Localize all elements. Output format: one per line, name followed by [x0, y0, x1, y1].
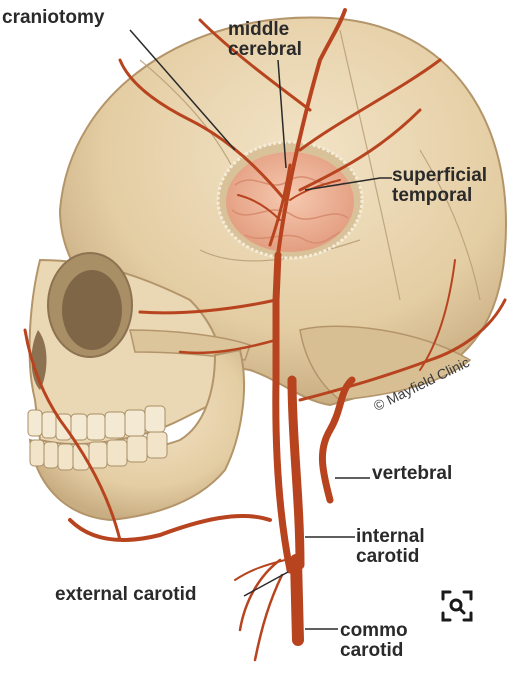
craniotomy-text: craniotomy [2, 7, 105, 28]
eye-orbit-inner [62, 270, 122, 350]
brain-surface [226, 152, 354, 252]
internal-carotid-text-line2: carotid [356, 546, 420, 567]
vertebral-label: vertebral [372, 464, 452, 484]
superficial-temporal-text-line2: temporal [392, 185, 473, 206]
common-carotid-artery [290, 554, 304, 646]
superficial-temporal-text-line1: superficial [392, 165, 488, 186]
skull-base [299, 325, 472, 401]
vertebral-artery [318, 376, 356, 504]
external-carotid-text: external carotid [55, 584, 197, 605]
common-carotid-text-line2: carotid [340, 640, 404, 661]
internal-carotid-label: internal carotid [356, 527, 425, 567]
middle-cerebral-label: middle cerebral [228, 20, 302, 60]
lower-teeth [29, 431, 168, 471]
leader-lines [129, 29, 392, 630]
middle-cerebral-text-line1: middle [228, 19, 290, 40]
visual-search-icon [441, 590, 473, 622]
middle-cerebral-artery [268, 163, 292, 247]
middle-cerebral-text-line2: cerebral [228, 39, 302, 60]
craniotomy-label: craniotomy [2, 8, 104, 28]
internal-carotid-text-line1: internal [356, 526, 425, 547]
common-carotid-text-line1: commo [340, 620, 408, 641]
vertebral-text: vertebral [372, 463, 453, 484]
external-carotid-label: external carotid [55, 585, 197, 605]
superficial-temporal-label: superficial temporal [392, 166, 487, 206]
internal-carotid-artery [287, 375, 305, 570]
nasal-cavity [31, 330, 47, 390]
external-carotid-artery [272, 251, 294, 574]
arteries [23, 8, 507, 662]
visual-search-button[interactable] [437, 586, 477, 626]
common-carotid-label: commo carotid [340, 621, 408, 661]
